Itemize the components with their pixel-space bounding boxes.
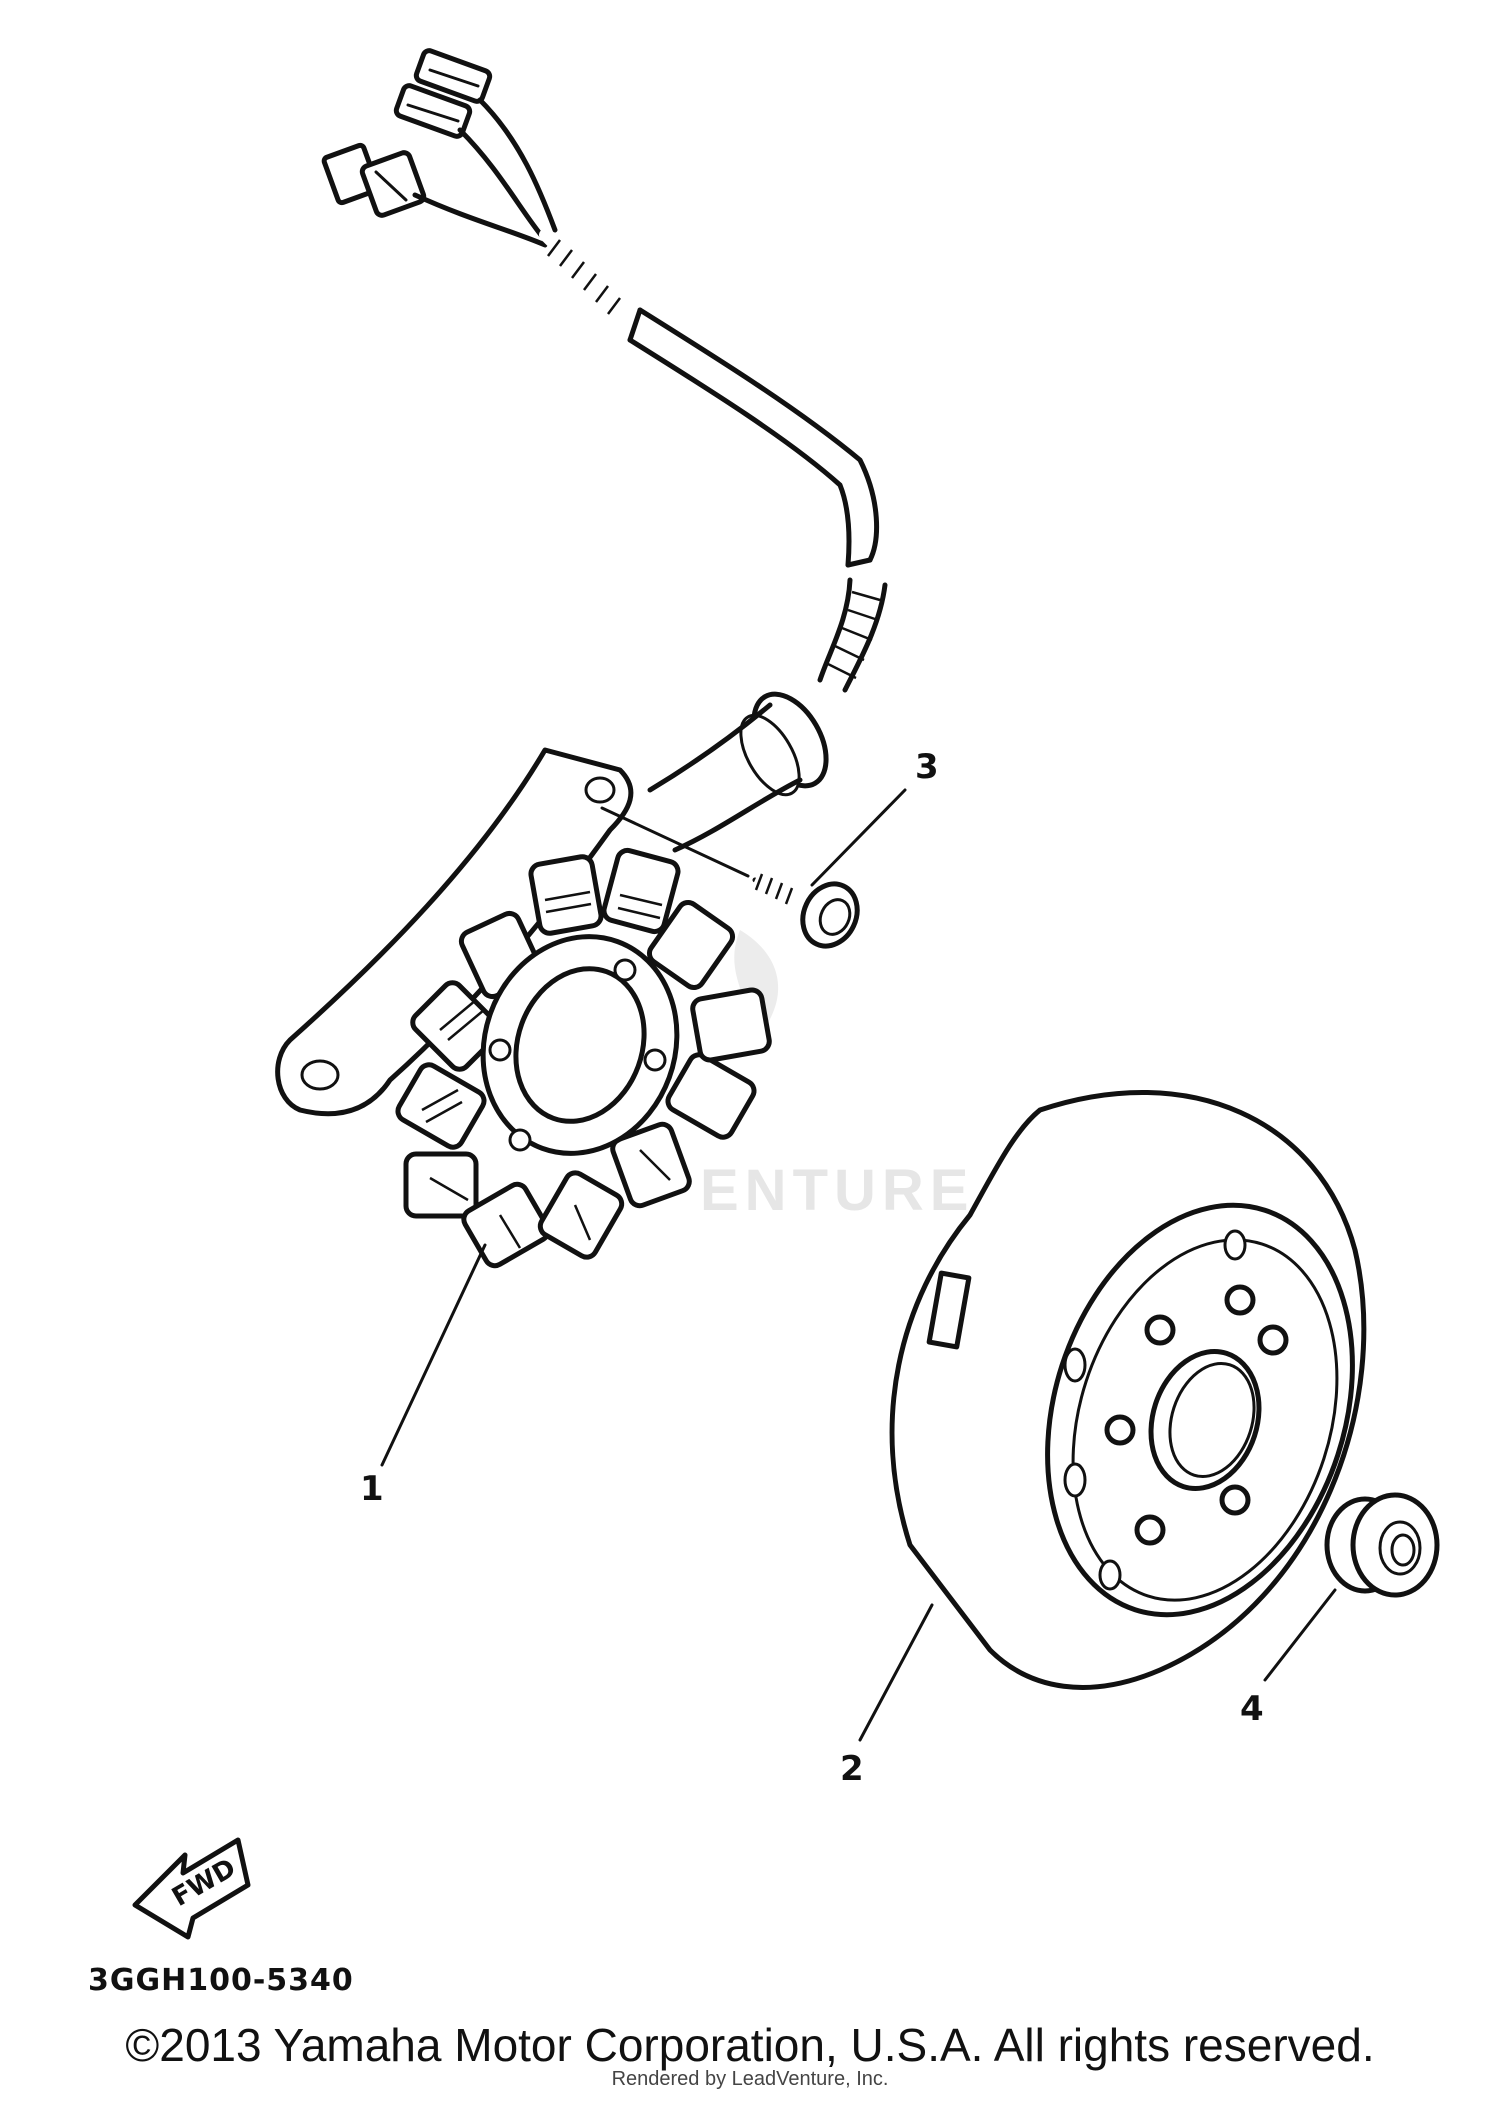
wire-connector-3 [321, 142, 427, 218]
bolt [600, 806, 860, 949]
callout-2: 2 [840, 1749, 864, 1789]
flywheel-rotor [889, 1089, 1367, 1690]
rendered-by-notice: Rendered by LeadVenture, Inc. [611, 2068, 889, 2090]
nut [1324, 1492, 1440, 1598]
callout-leaders [380, 788, 1337, 1742]
wiring-harness [321, 48, 888, 853]
fwd-arrow-icon: FWD [132, 1837, 251, 1940]
stator-coils [395, 847, 772, 1269]
wire-connector-1 [413, 48, 493, 104]
wire-connector-2 [393, 83, 473, 139]
watermark-text: ENTURE [700, 1158, 974, 1223]
callout-4: 4 [1240, 1689, 1264, 1729]
diagram-code: 3GGH100-5340 [88, 1963, 354, 1998]
callout-1: 1 [360, 1469, 384, 1509]
copyright-notice: ©2013 Yamaha Motor Corporation, U.S.A. A… [125, 2019, 1375, 2071]
stator-assembly [275, 747, 772, 1269]
callout-3: 3 [915, 747, 939, 787]
